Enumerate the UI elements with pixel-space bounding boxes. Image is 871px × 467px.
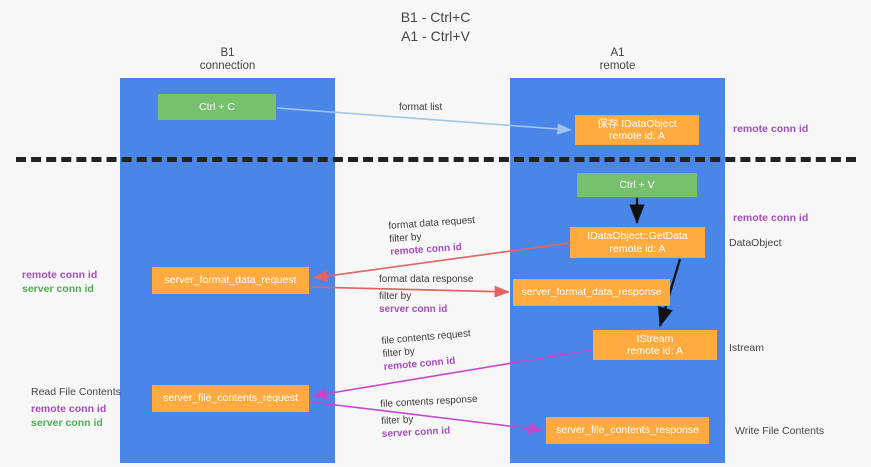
node-file-resp-label: server_file_contents_response: [555, 424, 699, 437]
annotation-dataobject-text: DataObject: [729, 237, 782, 249]
node-istream-line1: IStream: [636, 332, 674, 345]
node-istream[interactable]: IStream remote id: A: [593, 330, 717, 360]
node-file-req-label: server_file_contents_request: [163, 392, 298, 405]
annotation-dataobject: DataObject: [729, 236, 782, 250]
annotation-istream-text: Istream: [729, 342, 765, 354]
node-idataobject-line2: remote id: A: [608, 130, 666, 142]
arrow-label-fmt-req-line2: filter by remote conn id: [389, 227, 477, 259]
annotation-remote-conn-id-mid-text: remote conn id: [733, 212, 809, 224]
node-idataobject-line1: 保存 IDataObject: [597, 117, 677, 130]
file-resp-highlight: server conn id: [381, 425, 451, 440]
arrow-label-fmt-resp-line2: filter by server conn id: [379, 290, 474, 316]
node-ctrl-c[interactable]: Ctrl + C: [158, 94, 276, 120]
arrow-label-fmt-resp-line1: format data response: [379, 274, 474, 285]
annotation-left-read-file-contents: Read File Contents remote conn id server…: [31, 385, 121, 430]
node-server-format-data-response[interactable]: server_format_data_response: [513, 279, 670, 306]
annotation-remote-conn-id-top-text: remote conn id: [733, 123, 809, 135]
node-server-file-contents-request[interactable]: server_file_contents_request: [152, 385, 309, 412]
lane-left-name: B1: [220, 47, 235, 59]
arrow-label-format-list-text: format list: [399, 102, 443, 113]
fmt-resp-highlight: server conn id: [379, 304, 448, 315]
annotation-istream: Istream: [729, 341, 764, 355]
node-istream-line2: remote id: A: [626, 345, 684, 357]
title-line-2: A1 - Ctrl+V: [401, 28, 470, 44]
annotation-write-file-contents: Write File Contents: [735, 424, 824, 438]
annotation-remote-conn-id-top: remote conn id: [733, 122, 808, 136]
node-server-format-data-request[interactable]: server_format_data_request: [152, 267, 309, 294]
lane-header-left: B1 connection: [120, 47, 335, 73]
node-idataobject-getdata[interactable]: IDataObject::GetData remote id: A: [570, 227, 705, 258]
title-line-1: B1 - Ctrl+C: [400, 9, 471, 25]
node-idataobject[interactable]: 保存 IDataObject remote id: A: [575, 115, 699, 145]
annotation-left-server-conn-id-1: server conn id: [22, 283, 94, 295]
node-ctrl-v-line1: Ctrl + V: [619, 178, 655, 191]
annotation-remote-conn-id-mid: remote conn id: [733, 211, 808, 225]
arrow-label-file-contents-response: file contents response filter by server …: [380, 393, 479, 441]
arrow-label-format-data-request: format data request filter by remote con…: [388, 214, 477, 259]
page-title: B1 - Ctrl+C A1 - Ctrl+V: [0, 8, 871, 46]
annotation-left-remote-conn-id-1: remote conn id: [22, 269, 98, 281]
lane-right-name: A1: [610, 47, 625, 59]
lane-right-role: remote: [599, 60, 636, 72]
node-ctrl-c-line1: Ctrl + C: [199, 100, 235, 113]
node-ctrl-v[interactable]: Ctrl + V: [577, 173, 697, 197]
node-getdata-line1: IDataObject::GetData: [587, 230, 688, 242]
annotation-left-server-conn-id-2: server conn id: [31, 417, 103, 429]
fmt-req-highlight: remote conn id: [389, 241, 463, 258]
arrow-label-format-list: format list: [399, 101, 442, 114]
node-server-file-contents-response[interactable]: server_file_contents_response: [546, 417, 709, 444]
annotation-left-conn-ids-format: remote conn id server conn id: [22, 268, 97, 296]
node-fmt-resp-label: server_format_data_response: [521, 286, 662, 299]
fmt-resp-prefix: filter by: [379, 291, 412, 302]
node-fmt-req-label: server_format_data_request: [164, 274, 297, 287]
lane-header-right: A1 remote: [510, 47, 725, 73]
arrow-label-file-resp-line2: filter by server conn id: [381, 410, 480, 441]
annotation-read-file-contents-text: Read File Contents: [31, 386, 121, 398]
phase-divider: [16, 157, 856, 162]
node-getdata-line2: remote id: A: [609, 242, 666, 255]
arrow-label-format-data-response: format data response filter by server co…: [379, 273, 474, 316]
annotation-write-file-contents-text: Write File Contents: [735, 425, 825, 437]
annotation-left-remote-conn-id-2: remote conn id: [31, 403, 107, 415]
file-resp-prefix: filter by: [380, 414, 414, 427]
arrow-label-file-contents-request: file contents request filter by remote c…: [381, 327, 474, 374]
lane-left-role: connection: [199, 60, 256, 72]
arrow-label-file-resp-line1: file contents response: [380, 393, 478, 410]
